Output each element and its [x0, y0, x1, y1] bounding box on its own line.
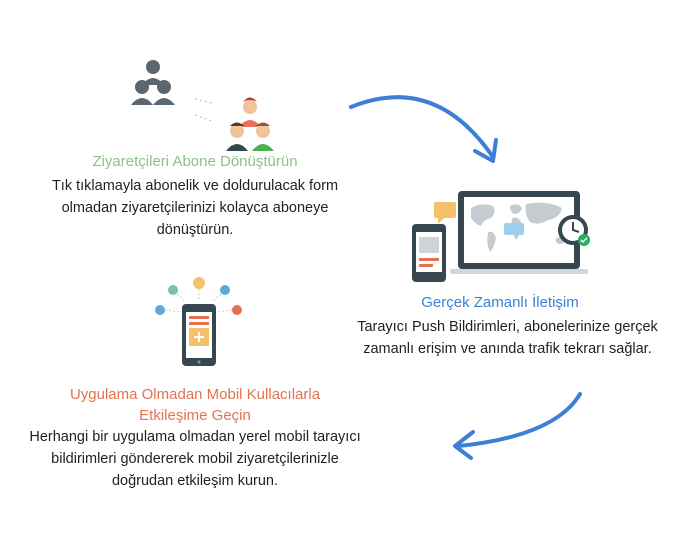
curved-arrow-icon [453, 392, 582, 460]
visitors-to-subscribers-illustration [131, 60, 274, 151]
dotted-lines-icon [194, 98, 213, 122]
section-2-desc-line: zamanlı erişim ve anında trafik tekrarı … [363, 341, 652, 357]
chat-bubble-icon [434, 202, 456, 224]
section-3-title-line: Etkileşime Geçin [139, 407, 251, 424]
app-icons-icon [155, 277, 242, 315]
section-3-desc-line: bildirimleri göndererek mobil ziyaretçil… [51, 451, 339, 467]
section-1-desc-line: Tık tıklamayla abonelik ve doldurulacak … [51, 178, 339, 194]
section-2-title: Gerçek Zamanlı İletişim [421, 294, 579, 311]
section-3-desc-line: Herhangi bir uygulama olmadan yerel mobi… [29, 429, 361, 445]
section-2-description: Tarayıcı Push Bildirimleri, aboneleriniz… [330, 316, 685, 360]
section-1-title: Ziyaretçileri Abone Dönüştürün [92, 153, 298, 170]
visitors-group-icon [131, 60, 175, 105]
laptop-world-map-icon [450, 191, 588, 274]
section-3-title: Uygulama Olmadan Mobil Kullacılarla Etki… [30, 384, 360, 426]
subscribers-icon [226, 97, 274, 151]
section-2-desc-line: Tarayıcı Push Bildirimleri, aboneleriniz… [357, 319, 658, 335]
clock-icon [558, 215, 590, 246]
section-1-description: Tık tıklamayla abonelik ve doldurulacak … [20, 175, 370, 241]
section-3-description: Herhangi bir uygulama olmadan yerel mobi… [5, 426, 385, 492]
section-3-title-line: Uygulama Olmadan Mobil Kullacılarla [69, 386, 321, 403]
section-1-desc-line: dönüştürün. [156, 222, 234, 238]
mobile-apps-illustration [155, 277, 242, 366]
phone-icon [412, 224, 446, 282]
section-3-desc-line: doğrudan etkileşim kurun. [111, 473, 279, 489]
curved-arrow-icon [349, 95, 498, 163]
mobile-apps-icon [182, 304, 216, 366]
realtime-illustration [412, 191, 590, 282]
section-1-desc-line: olmadan ziyaretçilerinizi kolayca aboney… [61, 200, 329, 216]
